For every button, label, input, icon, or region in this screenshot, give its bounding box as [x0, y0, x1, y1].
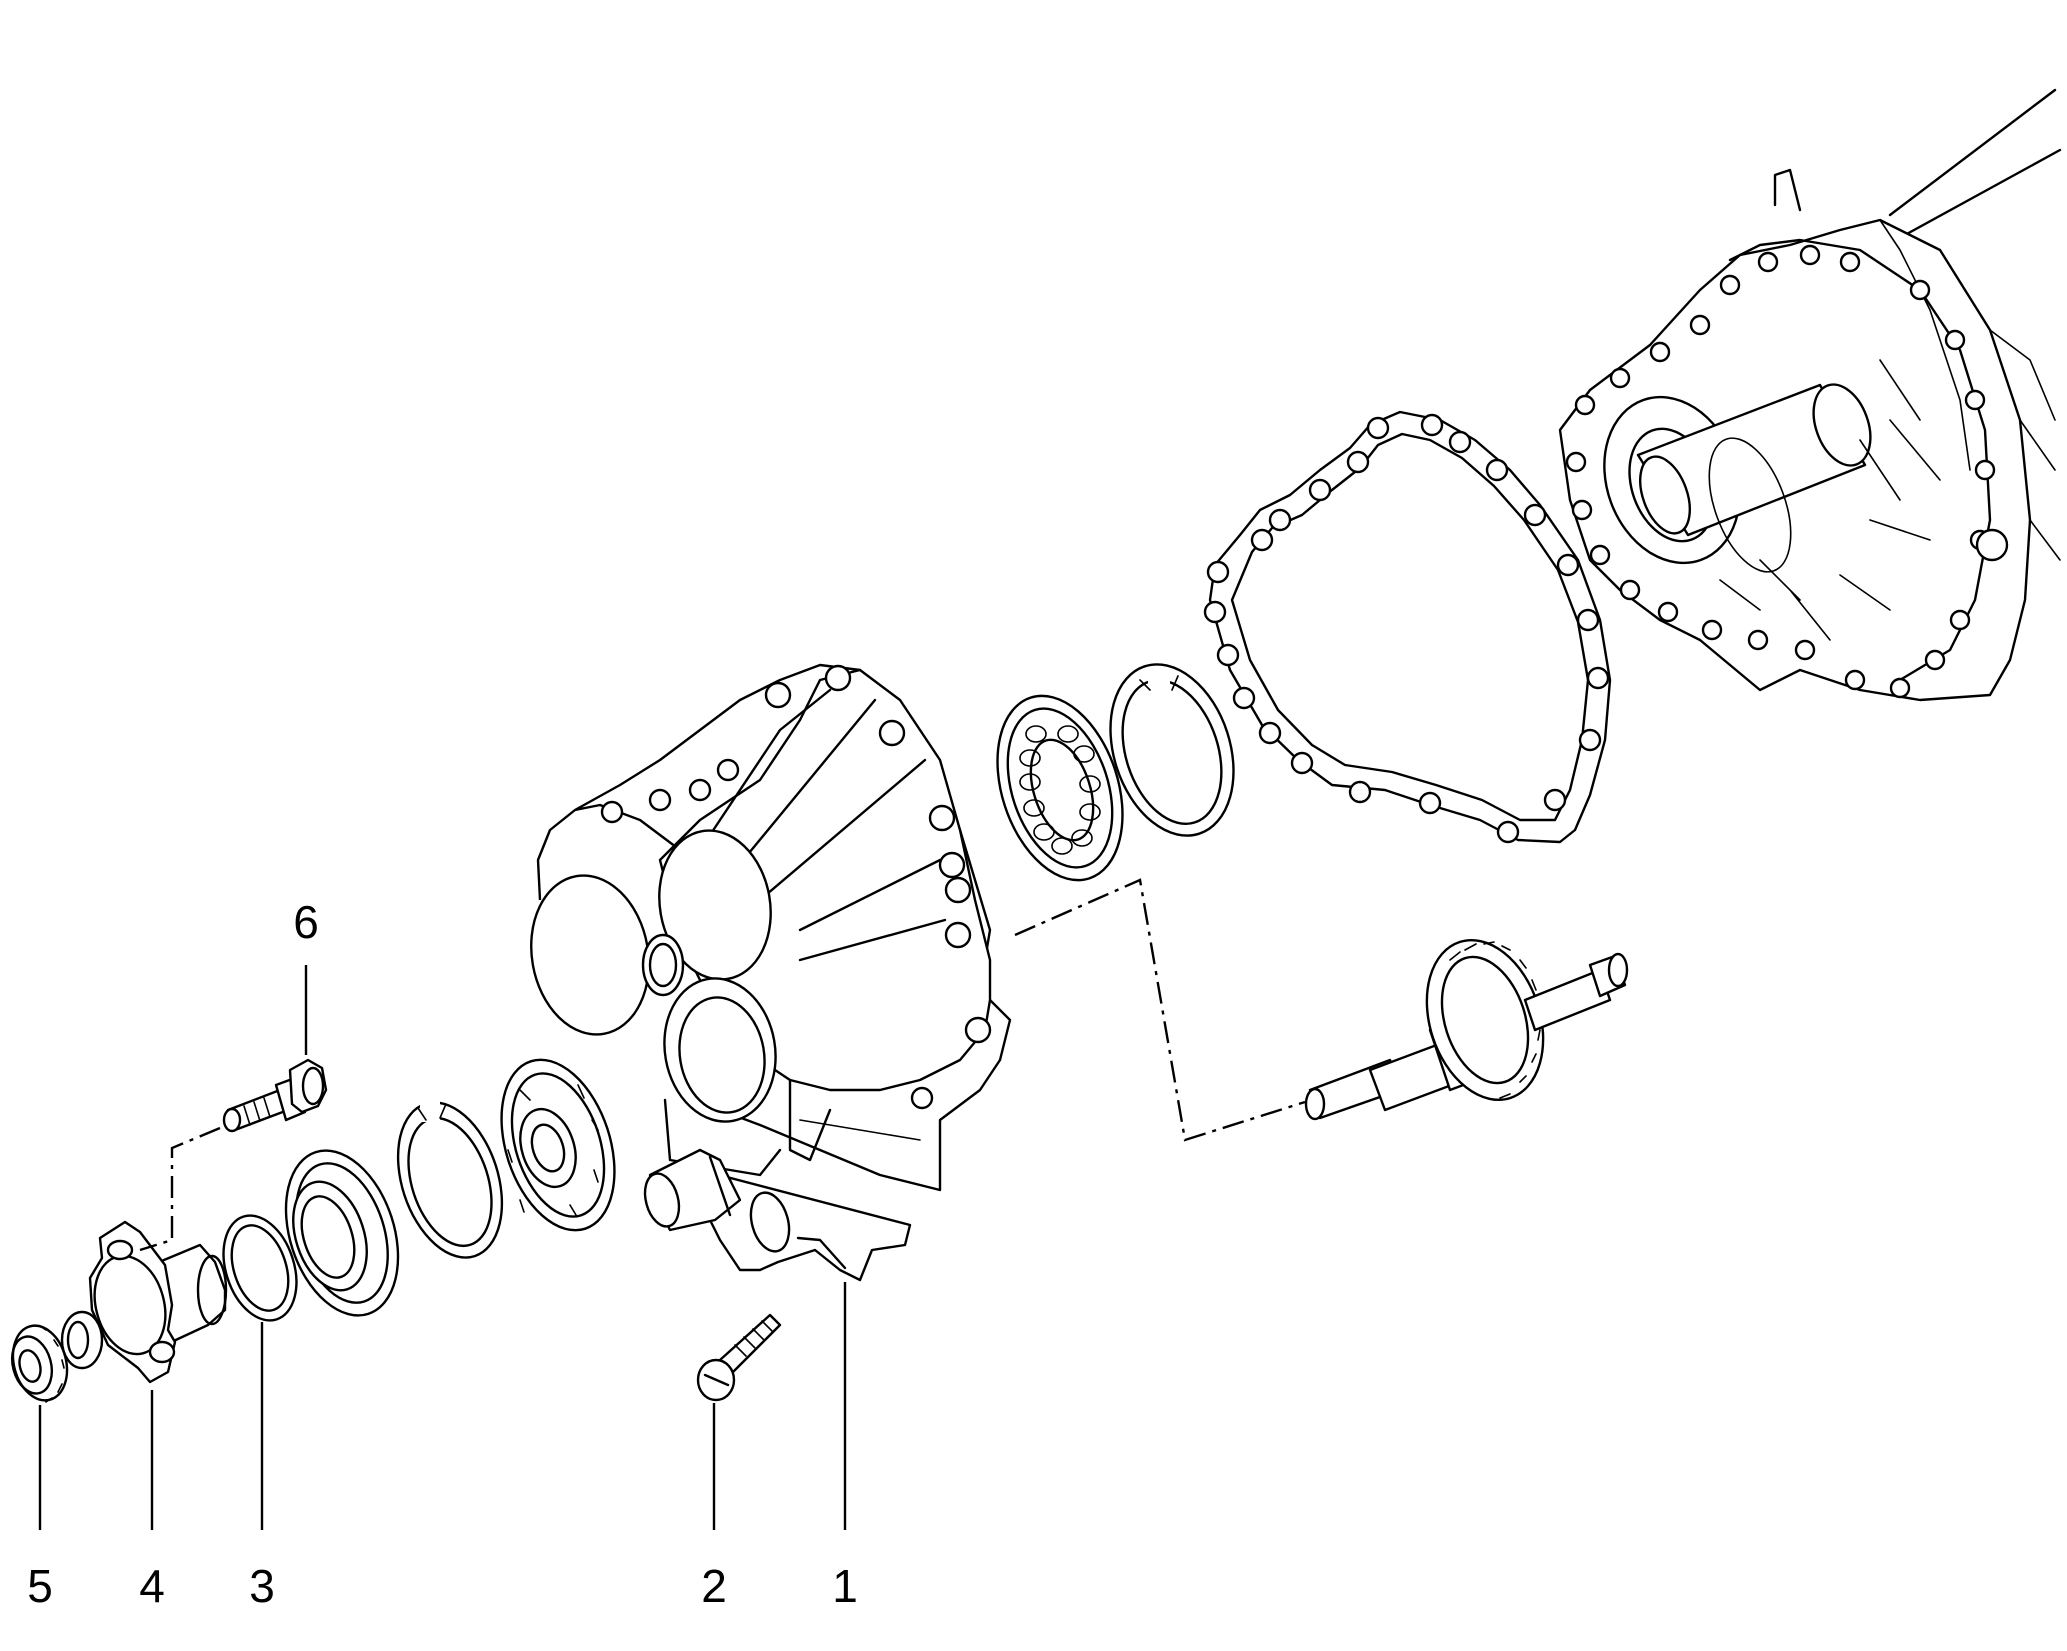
housing-gasket — [1203, 410, 1612, 844]
transfer-case-cover — [530, 663, 1012, 1192]
part-4-flange — [60, 1220, 228, 1384]
part-1-bracket — [643, 1148, 912, 1282]
circlip-lower — [396, 1100, 504, 1259]
circlip-upper — [1109, 663, 1235, 837]
alignment-centerline-bolt — [139, 1126, 221, 1252]
pinion-shaft-gear — [1304, 938, 1629, 1121]
callout-4: 4 — [139, 1560, 165, 1612]
oil-seal — [284, 1149, 400, 1317]
part-6-bolt — [222, 1058, 328, 1133]
ball-bearing-lower — [500, 1058, 616, 1232]
callout-1: 1 — [832, 1560, 858, 1612]
transmission-housing — [1558, 88, 2062, 702]
callout-5: 5 — [27, 1560, 53, 1612]
callout-2: 2 — [701, 1560, 727, 1612]
part-3-sealing-ring — [222, 1214, 298, 1322]
alignment-centerline-shaft — [1014, 878, 1306, 1142]
part-5-nut — [10, 1324, 69, 1403]
leader-lines — [38, 965, 847, 1530]
callout-6: 6 — [293, 896, 319, 948]
roller-bearing-upper — [996, 694, 1124, 882]
callout-3: 3 — [249, 1560, 275, 1612]
part-2-self-tapping-screw — [696, 1313, 782, 1402]
